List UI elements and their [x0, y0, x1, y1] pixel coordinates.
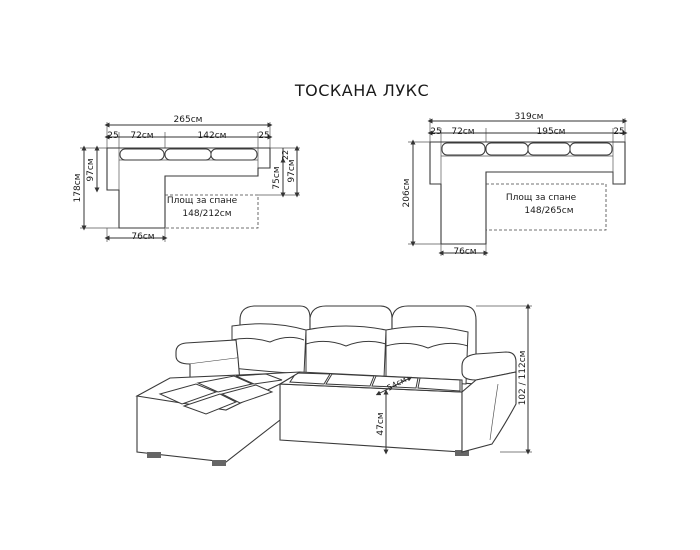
- right-sleep-area-label: Площ за спане: [506, 193, 577, 203]
- back-pillow-seam: [231, 336, 305, 343]
- left-sofa-outline: [106, 147, 271, 229]
- left-back-cushion: [210, 148, 258, 161]
- left-depth-back-label: 97см: [86, 158, 96, 181]
- left-right-inner-depth-label: 75см: [272, 166, 282, 189]
- chaise-tuft: [182, 393, 238, 415]
- seat-depth-dimension: [375, 376, 413, 396]
- left-chaise-width-label: 76см: [131, 232, 154, 242]
- seat-tuft: [325, 373, 375, 387]
- seat-tuft: [289, 372, 331, 385]
- sofa-leg: [147, 452, 161, 458]
- left-arm-right-label: 25: [258, 131, 269, 141]
- left-right-outer-depth-label: 97см: [287, 159, 297, 182]
- left-back-cushion: [119, 148, 165, 161]
- right-sleep-area: [486, 183, 607, 231]
- right-total-width-label: 319см: [515, 112, 544, 122]
- right-sleep-area-size: 148/265см: [524, 206, 573, 216]
- sofa-height-label: 102 / 112см: [518, 351, 528, 406]
- left-sleep-area-label: Площ за спане: [167, 196, 238, 206]
- left-depth-total-label: 178см: [73, 174, 83, 203]
- sofa-perspective-view: 102 / 112см 47см 54см: [135, 303, 532, 466]
- right-armrest-side: [461, 371, 517, 453]
- right-seat-right-label: 195см: [537, 127, 566, 137]
- right-armrest: [461, 351, 517, 381]
- left-total-width-label: 265см: [174, 115, 203, 125]
- left-sleep-area-size: 148/212см: [182, 209, 231, 219]
- right-seat-left-label: 72см: [451, 127, 474, 137]
- left-seat-left-label: 72см: [130, 131, 153, 141]
- left-plan-view: 265см 25 72см 142см 25 Площ за спане 148…: [73, 115, 300, 242]
- sofa-base-front: [279, 383, 463, 453]
- right-back-cushion: [569, 142, 613, 156]
- chaise-tuft: [220, 384, 274, 404]
- left-back-cushion: [164, 148, 212, 161]
- left-right-back-label: 22: [281, 150, 290, 160]
- right-arm-left-label: 25: [430, 127, 441, 137]
- right-armrest-stitch: [489, 383, 499, 441]
- sofa-leg: [455, 450, 469, 456]
- chaise-tuft: [196, 375, 254, 393]
- left-arm-left-label: 25: [107, 131, 118, 141]
- left-sleep-area: [165, 194, 259, 229]
- back-pillow: [305, 325, 387, 379]
- seat-height-label: 47см: [376, 412, 386, 435]
- back-pillow: [231, 323, 307, 375]
- sofa-leg: [212, 460, 226, 466]
- left-seat-right-label: 142см: [198, 131, 227, 141]
- right-plan-view: 319см 25 72см 195см 25 Площ за спане 148…: [402, 112, 628, 257]
- right-depth-total-label: 206см: [402, 179, 412, 208]
- chaise-tuft: [235, 373, 283, 385]
- seat-tuft: [417, 377, 461, 392]
- right-sofa-outline: [429, 141, 626, 245]
- chaise-tuft: [158, 383, 218, 405]
- back-pillow-seam: [305, 340, 387, 347]
- right-arm-right-label: 25: [613, 127, 624, 137]
- right-back-cushion: [485, 142, 529, 156]
- product-title: ТОСКАНА ЛУКС: [294, 81, 429, 100]
- back-pillow: [385, 325, 469, 385]
- right-back-cushion: [527, 142, 571, 156]
- right-back-cushion: [441, 142, 486, 156]
- right-chaise-width-label: 76см: [453, 247, 476, 257]
- back-pillow-seam: [385, 342, 469, 349]
